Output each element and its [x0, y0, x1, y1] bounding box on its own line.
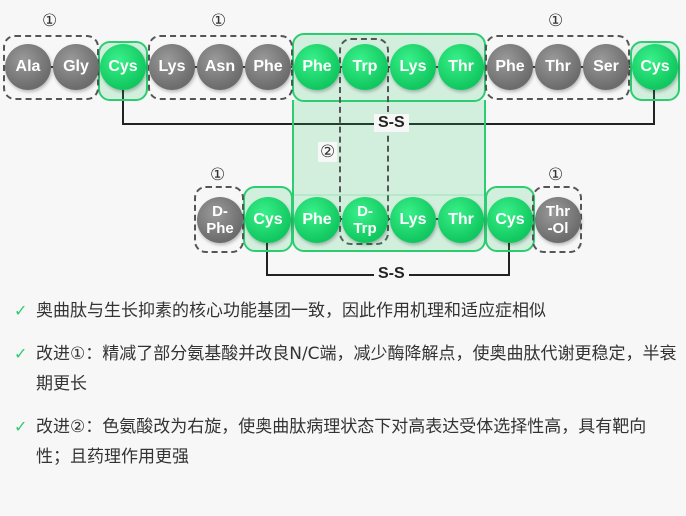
note-text: 奥曲肽与生长抑素的核心功能基团一致，因此作用机理和适应症相似: [36, 301, 546, 321]
dashed-box-phe-thr-ser: [485, 35, 630, 100]
notes-list: ✓ 奥曲肽与生长抑素的核心功能基团一致，因此作用机理和适应症相似 ✓ 改进①：精…: [14, 296, 679, 485]
note-item: ✓ 改进②：色氨酸改为右旋，使奥曲肽病理状态下对高表达受体选择性高，具有靶向性；…: [14, 412, 679, 472]
bottom_chain-residue-d-phe: D-Phe: [197, 197, 243, 243]
top_chain-residue-cys: Cys: [632, 44, 678, 90]
disulfide-label-bottom: S-S: [374, 265, 409, 283]
top_chain-residue-gly: Gly: [53, 44, 99, 90]
top_chain-residue-trp: Trp: [342, 44, 388, 90]
top_chain-residue-phe: Phe: [245, 44, 291, 90]
dashed-box-throl: [532, 186, 582, 253]
mark-one-phe-thr-ser: ①: [546, 11, 566, 31]
top_chain-residue-ala: Ala: [5, 44, 51, 90]
bottom_chain-residue-lys: Lys: [390, 197, 436, 243]
top_chain-residue-lys: Lys: [149, 44, 195, 90]
top_chain-residue-phe: Phe: [487, 44, 533, 90]
top_chain-residue-lys: Lys: [390, 44, 436, 90]
mark-one-dphe: ①: [208, 165, 228, 185]
top_chain-residue-thr: Thr: [535, 44, 581, 90]
top_chain-residue-thr: Thr: [438, 44, 484, 90]
note-text: 改进②：色氨酸改为右旋，使奥曲肽病理状态下对高表达受体选择性高，具有靶向性；且药…: [36, 417, 647, 467]
mark-one-ala-gly: ①: [40, 11, 60, 31]
bottom_chain-residue-d-trp: D-Trp: [342, 197, 388, 243]
mark-one-lys-asn-phe: ①: [209, 11, 229, 31]
note-item: ✓ 改进①：精减了部分氨基酸并改良N/C端，减少酶降解点，使奥曲肽代谢更稳定，半…: [14, 339, 679, 399]
bottom_chain-residue-thr-ol: Thr-Ol: [535, 197, 581, 243]
top_chain-residue-phe: Phe: [294, 44, 340, 90]
check-icon: ✓: [14, 417, 28, 436]
check-icon: ✓: [14, 301, 28, 320]
bottom_chain-residue-thr: Thr: [438, 197, 484, 243]
disulfide-label-top: S-S: [374, 114, 409, 132]
dashed-box-trp: [339, 38, 389, 245]
dashed-box-dphe: [194, 186, 244, 253]
mark-one-throl: ①: [546, 165, 566, 185]
note-text: 改进①：精减了部分氨基酸并改良N/C端，减少酶降解点，使奥曲肽代谢更稳定，半衰期…: [36, 344, 677, 394]
bottom_chain-residue-cys: Cys: [245, 197, 291, 243]
note-item: ✓ 奥曲肽与生长抑素的核心功能基团一致，因此作用机理和适应症相似: [14, 296, 679, 326]
mark-two-trp: ②: [318, 142, 338, 162]
top_chain-residue-ser: Ser: [583, 44, 629, 90]
top_chain-residue-cys: Cys: [100, 44, 146, 90]
bottom_chain-residue-phe: Phe: [294, 197, 340, 243]
check-icon: ✓: [14, 344, 28, 363]
top_chain-residue-asn: Asn: [197, 44, 243, 90]
bottom_chain-residue-cys: Cys: [487, 197, 533, 243]
